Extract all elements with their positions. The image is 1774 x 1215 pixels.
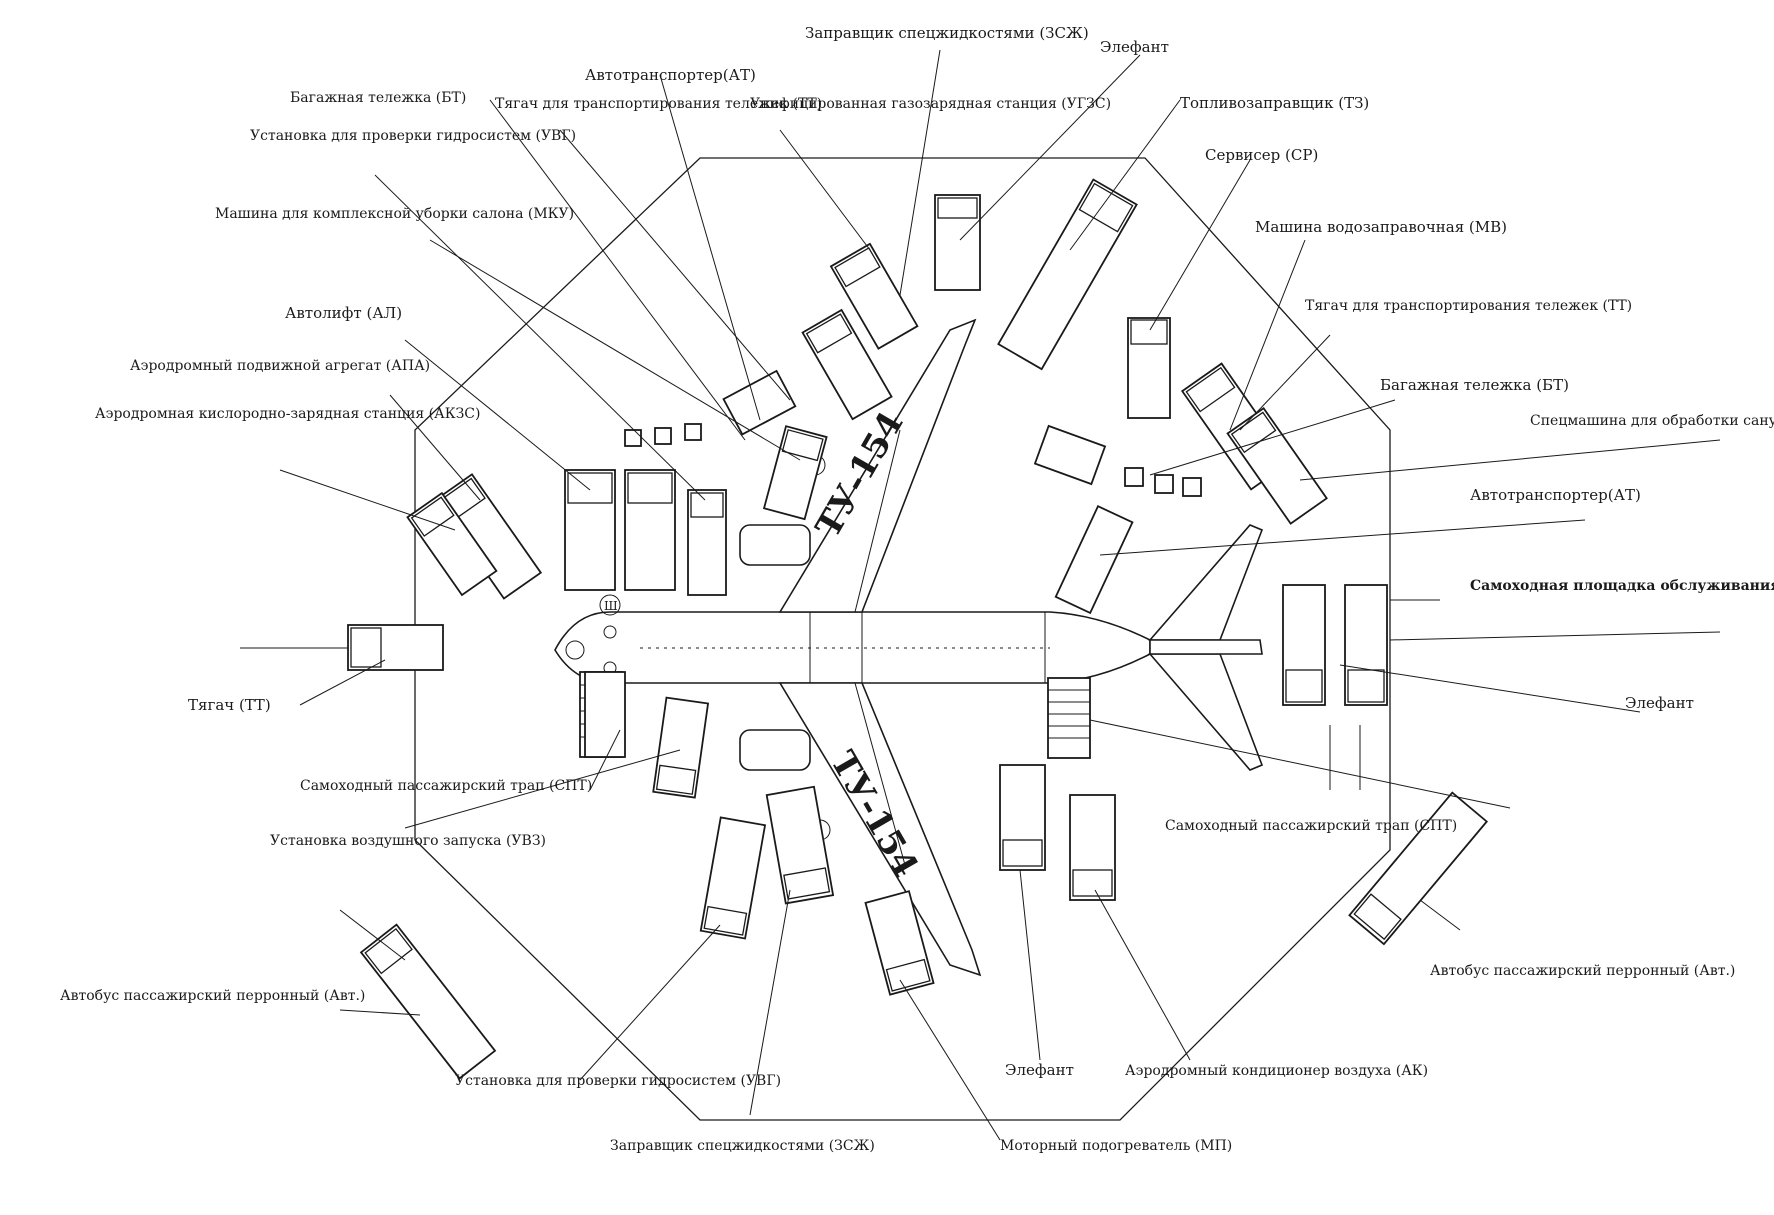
label-apa: Аэродромный подвижной агрегат (АПА)	[130, 358, 430, 374]
engine-nacelle	[739, 729, 811, 771]
servicing-zone-octagon	[414, 157, 1391, 1121]
vehicle-service-platform	[1282, 584, 1388, 706]
vehicle-elephant-bottom-1	[999, 764, 1046, 871]
vehicle-air-conditioner	[1069, 794, 1116, 901]
vehicle-conveyor-right	[1054, 505, 1134, 615]
baggage-cart	[1182, 477, 1202, 497]
label-tt-left: Тягач (ТТ)	[188, 696, 271, 714]
vehicles	[347, 178, 1489, 1080]
baggage-cart	[624, 429, 642, 447]
tail-horizontal-upper	[1148, 524, 1264, 641]
label-ugzs: Унифицированная газозарядная станция (УГ…	[750, 96, 1111, 112]
vehicle-fuel-truck	[997, 178, 1138, 371]
label-bt-top: Багажная тележка (БТ)	[290, 90, 466, 106]
label-at-right: Автотранспортер(АТ)	[1470, 486, 1641, 504]
vehicle-lavatory-service	[1226, 406, 1328, 525]
wing-flap-line	[854, 429, 901, 613]
label-bus-right: Автобус пассажирский перронный (Авт.)	[1430, 963, 1735, 979]
left-wing	[778, 318, 977, 613]
label-sr: Сервисер (СР)	[1205, 146, 1318, 164]
label-mp: Моторный подогреватель (МП)	[1000, 1138, 1232, 1154]
label-uvg-bottom: Установка для проверки гидросистем (УВГ)	[455, 1073, 781, 1089]
nose-stair	[584, 671, 626, 758]
vehicle-hydraulic-test-top	[687, 489, 727, 596]
label-ak: Аэродромный кондиционер воздуха (АК)	[1125, 1063, 1428, 1079]
label-mku: Машина для комплексной уборки салона (МК…	[215, 206, 574, 222]
label-mv: Машина водозаправочная (МВ)	[1255, 218, 1507, 236]
label-akzs: Аэродромная кислородно-зарядная станция …	[95, 406, 480, 422]
vehicle-tug-nose	[347, 624, 444, 671]
vehicle-tug-right	[1033, 424, 1107, 486]
vehicle-conveyor-top	[722, 369, 797, 436]
label-tt-right: Тягач для транспортирования тележек (ТТ)	[1305, 298, 1632, 314]
label-tt-top: Тягач для транспортирования тележек (ТТ)	[495, 96, 822, 112]
vehicle-bus-right	[1348, 791, 1489, 946]
vehicle-bus-left	[359, 923, 497, 1080]
vehicle-air-starter	[652, 696, 710, 799]
engine-nacelle	[739, 524, 811, 566]
label-spt-right: Самоходный пассажирский трап (СПТ)	[1165, 818, 1457, 834]
label-uvg-top: Установка для проверки гидросистем (УВГ)	[250, 128, 576, 144]
vehicle-fluid-tanker-bottom	[765, 785, 835, 905]
labels: Заправщик спецжидкостями (ЗСЖ) Элефант А…	[60, 24, 1774, 1154]
baggage-cart	[684, 423, 702, 441]
vehicle-ground-power-unit	[406, 491, 498, 597]
vehicle-passenger-stair-right	[1047, 677, 1091, 759]
label-elephant-top: Элефант	[1100, 38, 1169, 56]
vehicle-autolift-2	[624, 469, 676, 591]
label-elephant-right: Элефант	[1625, 694, 1694, 712]
fuselage	[554, 611, 1151, 684]
label-zsj-bottom: Заправщик спецжидкостями (ЗСЖ)	[610, 1138, 875, 1154]
vehicle-elephant-top	[934, 194, 981, 291]
chock-marker-label: Ш	[604, 599, 618, 613]
cockpit-seat	[603, 625, 617, 639]
label-elephant-bottom: Элефант	[1005, 1061, 1074, 1079]
vehicle-hydraulic-test-bottom	[699, 816, 767, 940]
label-uvz: Установка воздушного запуска (УВЗ)	[270, 833, 546, 849]
vehicle-gas-station	[829, 242, 919, 350]
chock-marker	[599, 594, 621, 616]
cockpit-window	[565, 640, 585, 660]
vehicle-cabin-cleaner	[762, 425, 828, 521]
label-spo: Самоходная площадка обслуживания (СПО)	[1470, 578, 1774, 594]
label-zsj-top: Заправщик спецжидкостями (ЗСЖ)	[805, 24, 1089, 42]
vehicle-engine-heater	[864, 890, 935, 996]
label-al: Автолифт (АЛ)	[285, 304, 402, 322]
label-spt-left: Самоходный пассажирский трап (СПТ)	[300, 778, 592, 794]
label-tz: Топливозаправщик (ТЗ)	[1180, 94, 1369, 112]
label-bt-right: Багажная тележка (БТ)	[1380, 376, 1569, 394]
baggage-cart	[654, 427, 672, 445]
wing-flap-line	[854, 682, 906, 866]
label-at-top: Автотранспортер(АТ)	[585, 66, 756, 84]
baggage-cart	[1154, 474, 1174, 494]
baggage-cart	[1124, 467, 1144, 487]
right-wing	[778, 682, 982, 977]
label-as: Спецмашина для обработки санузлов (АС)	[1530, 413, 1774, 429]
vehicle-servicer	[1127, 317, 1171, 419]
tail-fin	[1149, 639, 1263, 655]
vehicle-autolift-1	[564, 469, 616, 591]
vehicle-fluid-tanker-top	[801, 308, 893, 421]
leader-lines	[240, 49, 1721, 1141]
label-bus-left: Автобус пассажирский перронный (Авт.)	[60, 988, 365, 1004]
